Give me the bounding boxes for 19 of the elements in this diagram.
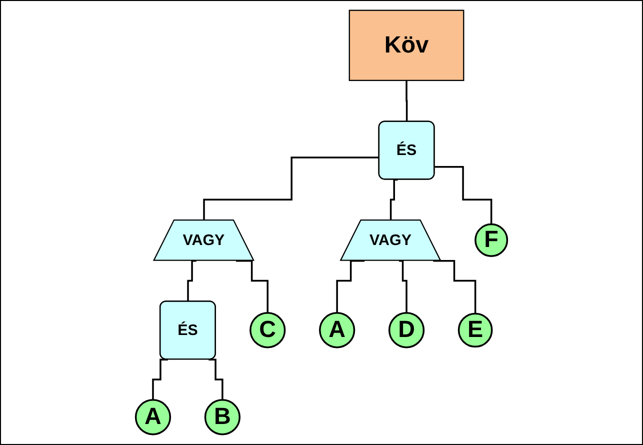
connector [390,178,398,222]
node-circle: F [474,223,508,257]
connector [236,260,268,314]
connector [406,80,408,123]
connector [203,156,380,222]
node-circle: B [204,399,240,436]
node-circle: A [134,399,172,436]
connector [152,358,168,401]
connector [433,260,476,314]
node-box: Köv [348,10,464,82]
connector [187,260,196,303]
connector [434,166,492,226]
node-circle: D [388,312,425,348]
connector [399,260,408,314]
connector [208,358,224,401]
node-circle: A [318,312,356,348]
connector [336,260,365,314]
node-circle: E [458,312,493,348]
node-circle: C [250,312,286,348]
